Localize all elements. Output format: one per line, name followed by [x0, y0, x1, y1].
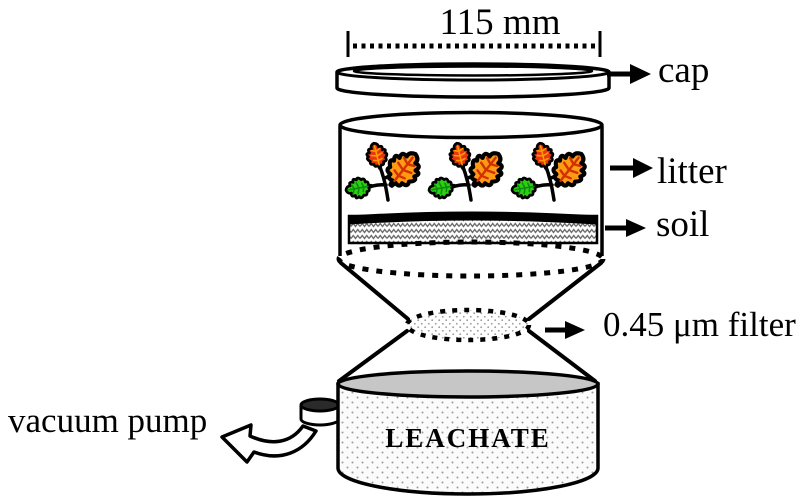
leaf-cluster-1	[344, 141, 427, 200]
leachate-label: LEACHATE	[385, 423, 551, 453]
funnel-lower	[337, 329, 597, 383]
leachate-surface	[336, 369, 600, 399]
cap-shape	[335, 62, 611, 99]
litter-label: litter	[657, 151, 727, 192]
cylinder-bottom-dashed-ellipse	[336, 239, 606, 279]
vacuum-nozzle	[299, 397, 341, 427]
cap-label: cap	[658, 50, 710, 91]
vacuum-flow-arrow	[220, 423, 318, 464]
column-cylinder	[338, 110, 604, 256]
soil-top-band	[348, 211, 598, 225]
vacuum-pump-label: vacuum pump	[8, 401, 208, 440]
soil-pointer-arrow	[605, 219, 646, 237]
cap-pointer-arrow	[607, 64, 651, 84]
filter-pointer-arrow	[545, 321, 585, 339]
funnel-upper	[339, 261, 603, 321]
filter-label: 0.45 μm filter	[603, 305, 796, 344]
soil-label: soil	[656, 204, 710, 245]
filter-membrane	[404, 307, 532, 343]
leachate-vessel	[336, 369, 600, 496]
dimension-label: 115 mm	[439, 2, 561, 43]
soil-layer	[347, 211, 599, 245]
dimension-measure-line	[346, 31, 602, 57]
leaf-cluster-3	[510, 141, 593, 200]
litter-leaves	[344, 141, 593, 200]
leaf-cluster-2	[427, 141, 510, 200]
litter-pointer-arrow	[610, 158, 653, 178]
